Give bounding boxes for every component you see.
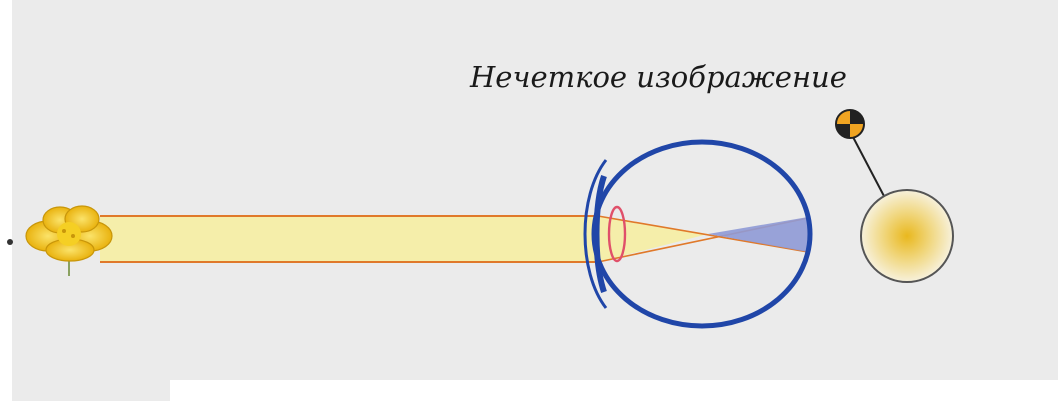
- callout-line: [852, 136, 886, 199]
- blurred-image-caption: Нечеткое изображение: [469, 60, 847, 94]
- iris-shadow: [593, 175, 607, 293]
- blur-cone: [708, 217, 808, 252]
- flower-icon: [25, 205, 113, 276]
- magnified-blur-circle-icon: [860, 189, 954, 283]
- left-edge-dot: [7, 239, 13, 245]
- parallel-light-beam: [100, 216, 598, 262]
- blurred-spot-icon: [835, 109, 865, 139]
- crystalline-lens: [607, 205, 627, 263]
- cornea: [583, 159, 608, 309]
- diagram-panel: [12, 0, 1058, 401]
- ray-upper: [597, 215, 809, 253]
- bottom-white-strip: [12, 380, 170, 401]
